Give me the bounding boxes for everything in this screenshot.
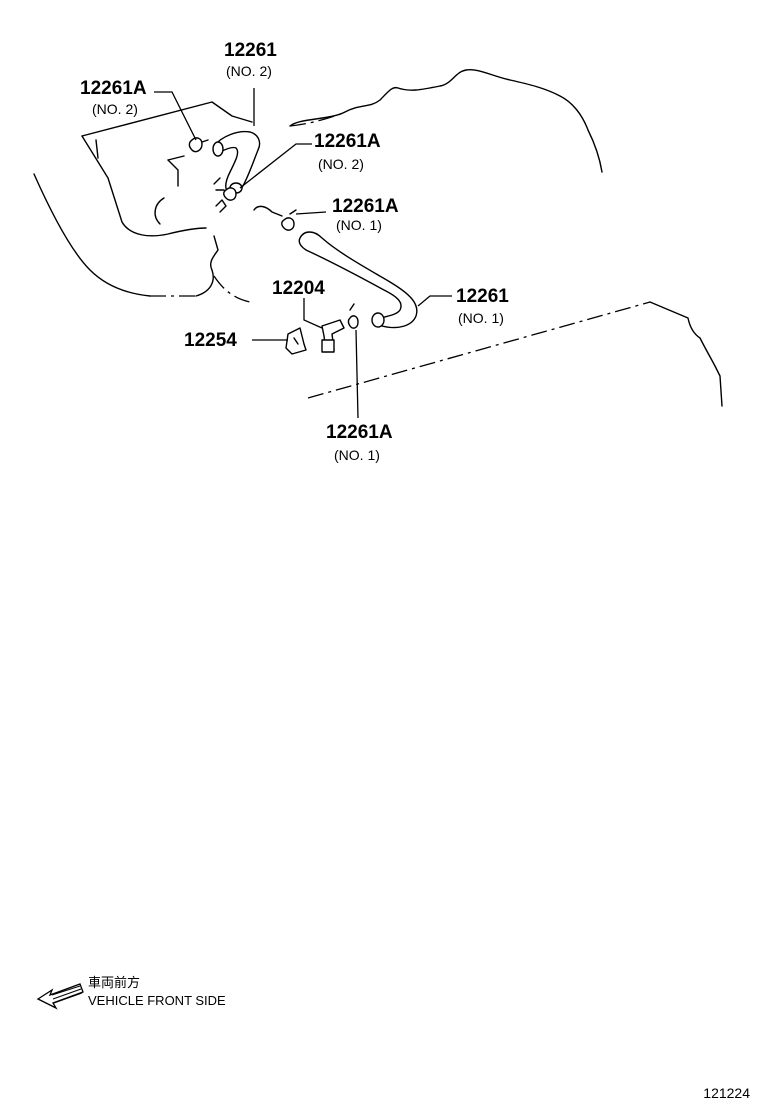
callout-12261a-no2-left: 12261A (NO. 2) <box>80 78 147 117</box>
grommet <box>285 327 307 355</box>
front-direction-legend: 車両前方 VEHICLE FRONT SIDE <box>36 975 226 1010</box>
front-label-en: VEHICLE FRONT SIDE <box>88 993 226 1008</box>
hose-no1 <box>298 231 418 329</box>
callout-part-number: 12254 <box>184 330 237 351</box>
callout-sub-label: (NO. 2) <box>92 101 138 117</box>
callout-sub-label: (NO. 2) <box>226 63 272 79</box>
callout-12261-no2: 12261 (NO. 2) <box>224 40 277 79</box>
hose-no2 <box>212 130 261 195</box>
clamp-no1-lower <box>347 303 359 329</box>
engine-outline <box>33 68 723 407</box>
callout-part-number: 12261A <box>326 422 393 443</box>
callout-12254: 12254 <box>184 330 237 351</box>
callout-12261a-no1-lower: 12261A (NO. 1) <box>326 422 393 463</box>
figure-id: 121224 <box>703 1085 750 1101</box>
callout-sub-label: (NO. 1) <box>334 447 380 463</box>
callout-part-number: 12261A <box>332 196 399 217</box>
callout-part-number: 12261A <box>314 131 381 152</box>
callout-part-number: 12261 <box>456 286 509 307</box>
callout-12204: 12204 <box>272 278 325 299</box>
callout-part-number: 12204 <box>272 278 325 299</box>
callout-sub-label: (NO. 1) <box>336 217 382 233</box>
callout-sub-label: (NO. 1) <box>458 310 504 326</box>
callout-sub-label: (NO. 2) <box>318 156 364 172</box>
front-label-jp: 車両前方 <box>88 975 140 991</box>
clamp-no2-lower <box>213 177 237 213</box>
callout-part-number: 12261A <box>80 78 147 99</box>
callout-12261-no1: 12261 (NO. 1) <box>456 286 509 326</box>
callout-12261a-no1-upper: 12261A (NO. 1) <box>332 196 399 233</box>
callout-part-number: 12261 <box>224 40 277 61</box>
clamp-no2-upper <box>188 137 209 153</box>
clamp-no1-upper <box>253 205 297 231</box>
callout-12261a-no2-right: 12261A (NO. 2) <box>314 131 381 172</box>
pcv-valve <box>321 319 345 353</box>
leader-lines <box>154 88 452 419</box>
front-arrow-icon <box>36 983 84 1010</box>
